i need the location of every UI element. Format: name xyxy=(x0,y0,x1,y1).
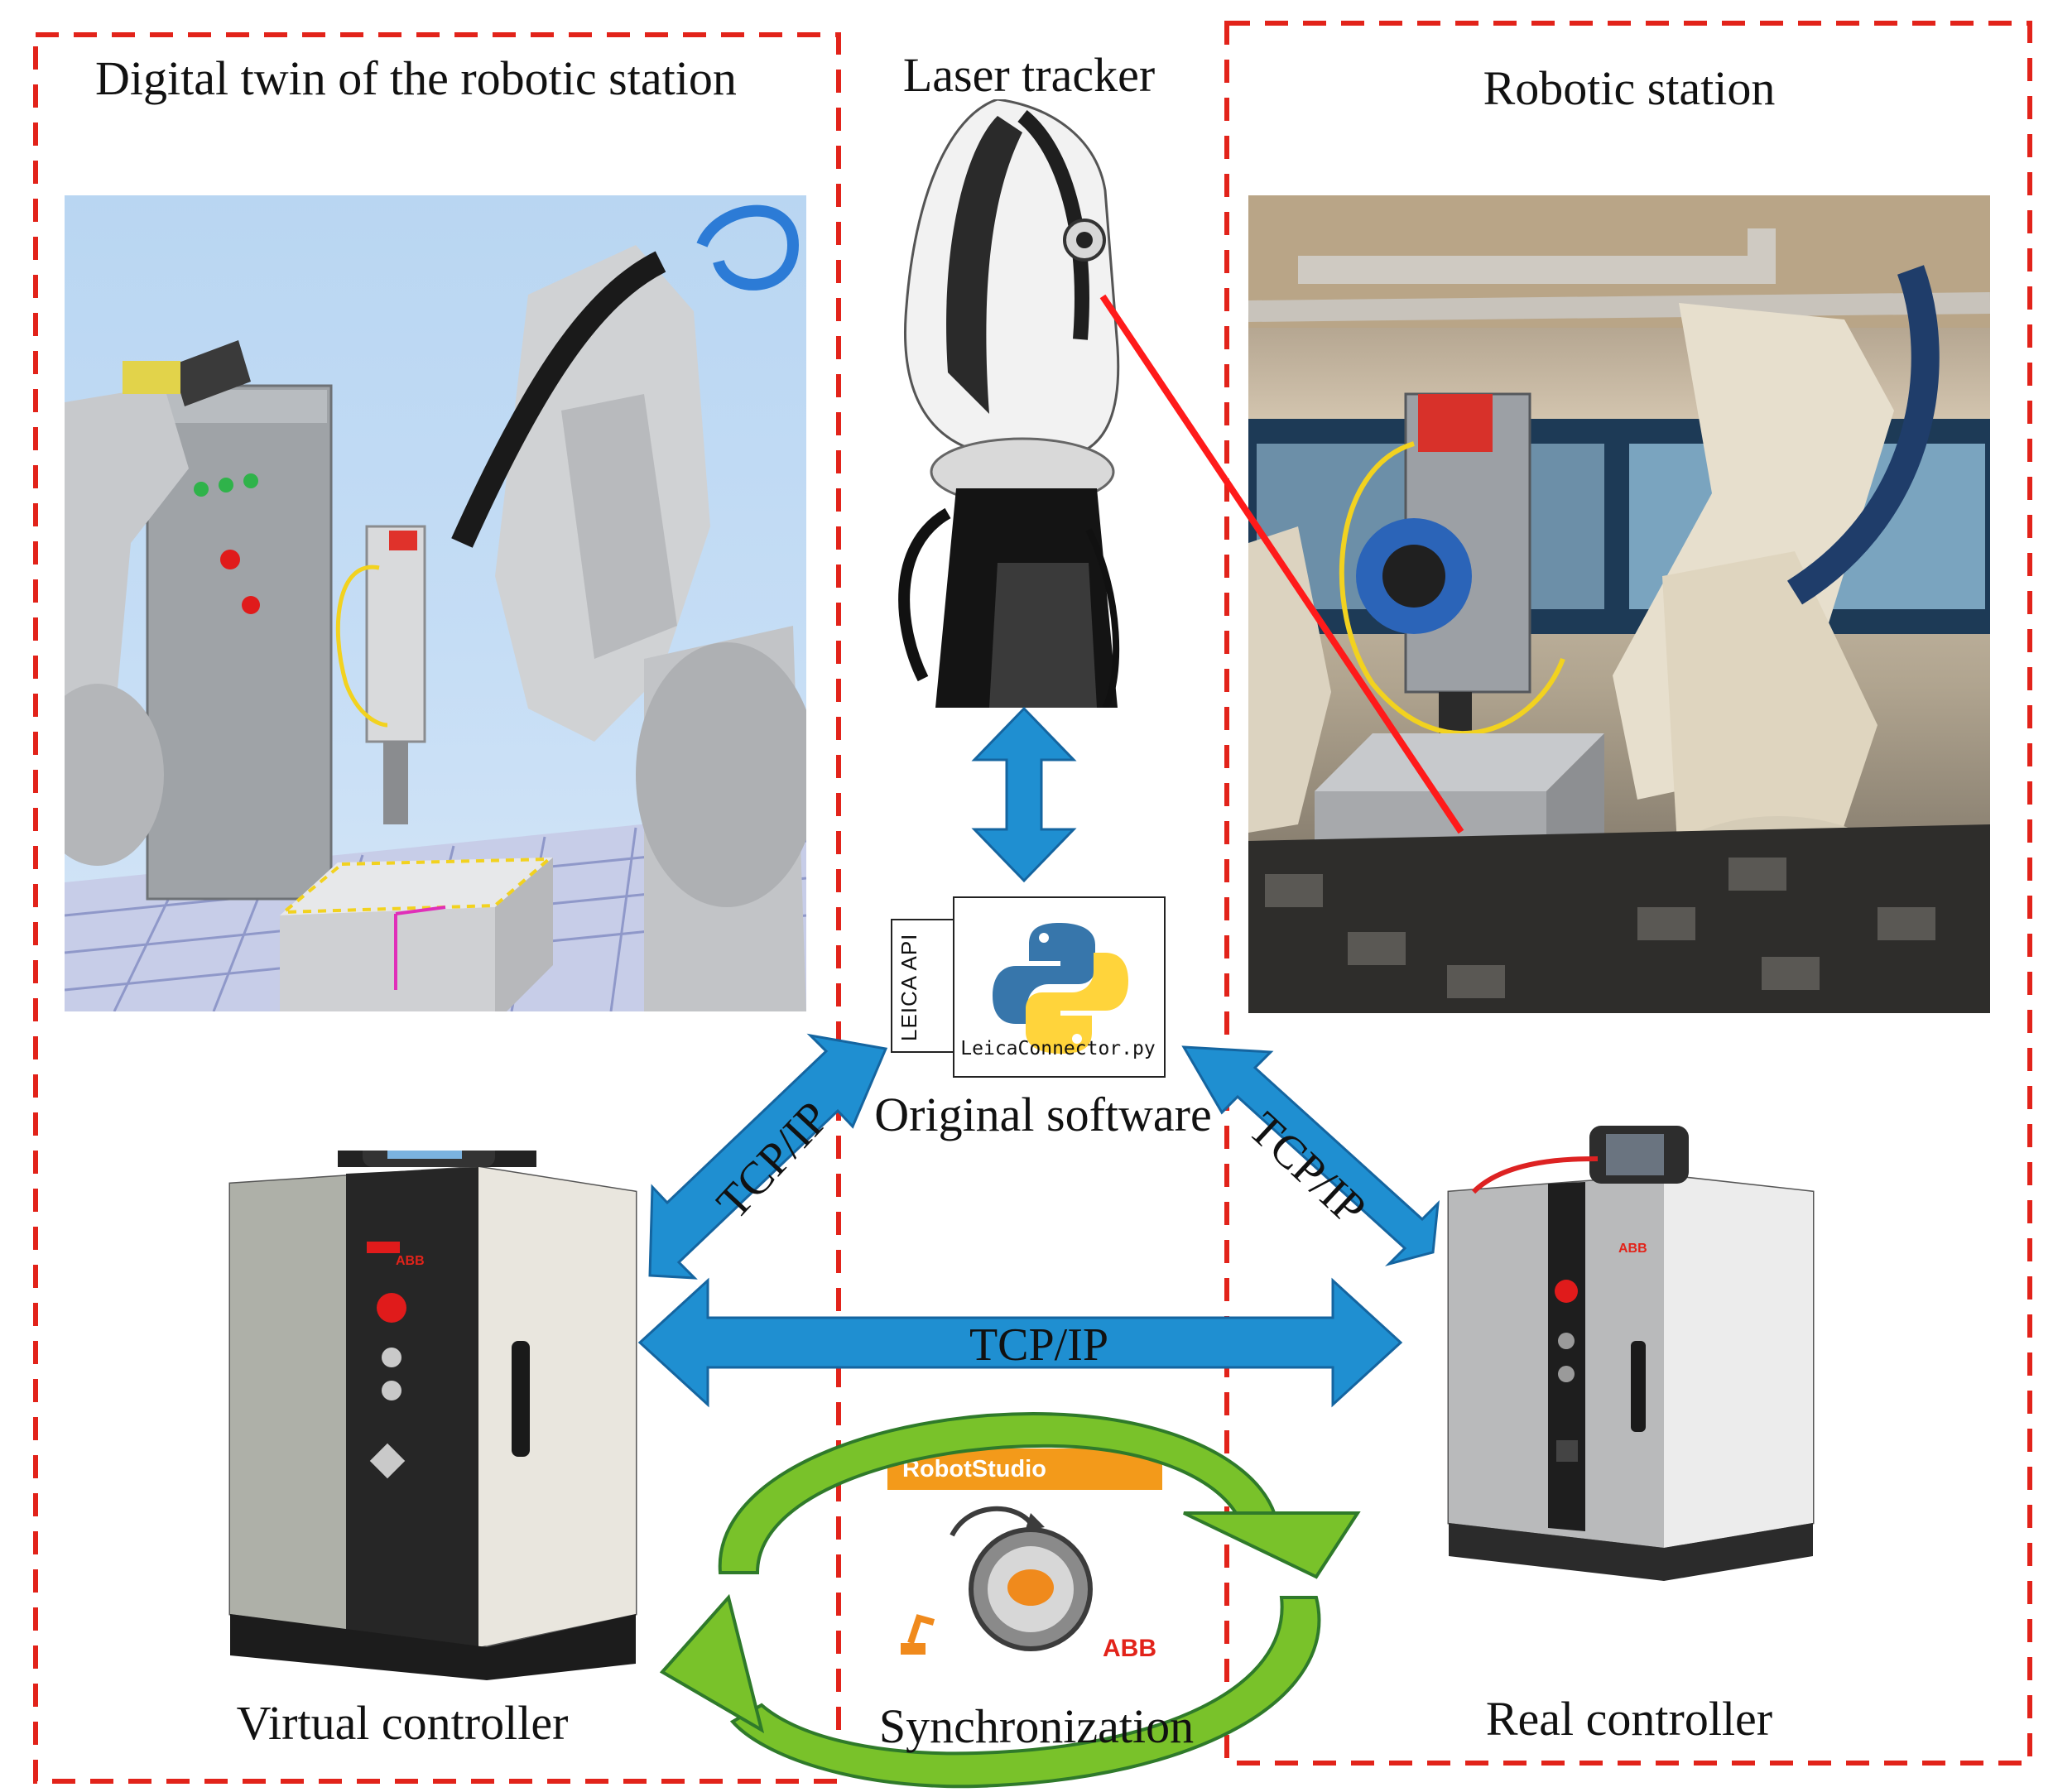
virtual-controller-illustration xyxy=(228,1151,637,1680)
real-controller-illustration xyxy=(1447,1126,1815,1581)
leica-api-box xyxy=(891,919,956,1053)
robot-arm-icon xyxy=(901,1614,935,1655)
leica-connector-filename: LeicaConnector.py xyxy=(960,1038,1156,1059)
robotstudio-disc-icon xyxy=(950,1506,1093,1651)
sync-bottom-arc xyxy=(729,1596,1321,1789)
laser-tracker-title: Laser tracker xyxy=(902,48,1156,102)
abb-logo: ABB xyxy=(1103,1635,1156,1662)
synchronization-label: Synchronization xyxy=(878,1699,1195,1753)
laser-tracker-device xyxy=(898,99,1122,708)
laser-tracker-illustration xyxy=(898,99,1120,708)
leica-api-label: LEICA API xyxy=(897,933,921,1041)
tcpip-left-label: TCP/IP xyxy=(707,1092,840,1229)
sync-top-arc xyxy=(718,1412,1277,1574)
real-controller-label: Real controller xyxy=(1485,1692,1773,1746)
tcpip-middle-label: TCP/IP xyxy=(969,1319,1109,1371)
virtual-controller-brand: ABB xyxy=(396,1254,425,1268)
robotstudio-bar: RobotStudio xyxy=(887,1448,1162,1490)
tracker-software-arrow xyxy=(971,706,1077,883)
sync-top-arrowhead xyxy=(1183,1511,1361,1579)
robotic-station-photo xyxy=(1248,195,1990,1013)
digital-twin-render xyxy=(65,195,806,1011)
real-controller-brand: ABB xyxy=(1618,1242,1647,1256)
virtual-controller-cabinet xyxy=(222,1151,652,1680)
digital-twin-scene xyxy=(65,204,806,1011)
tcpip-right-label: TCP/IP xyxy=(1238,1103,1376,1235)
virtual-controller-label: Virtual controller xyxy=(236,1696,569,1750)
leica-connector-box xyxy=(953,896,1166,1078)
robotic-station-title: Robotic station xyxy=(1483,61,1776,115)
python-logo-icon xyxy=(993,923,1128,1054)
digital-twin-title: Digital twin of the robotic station xyxy=(95,51,737,105)
original-software-label: Original software xyxy=(874,1088,1212,1141)
sync-bottom-arrowhead xyxy=(659,1593,765,1734)
real-controller-cabinet xyxy=(1440,1126,1829,1589)
robotic-station-scene xyxy=(1248,195,1990,1013)
